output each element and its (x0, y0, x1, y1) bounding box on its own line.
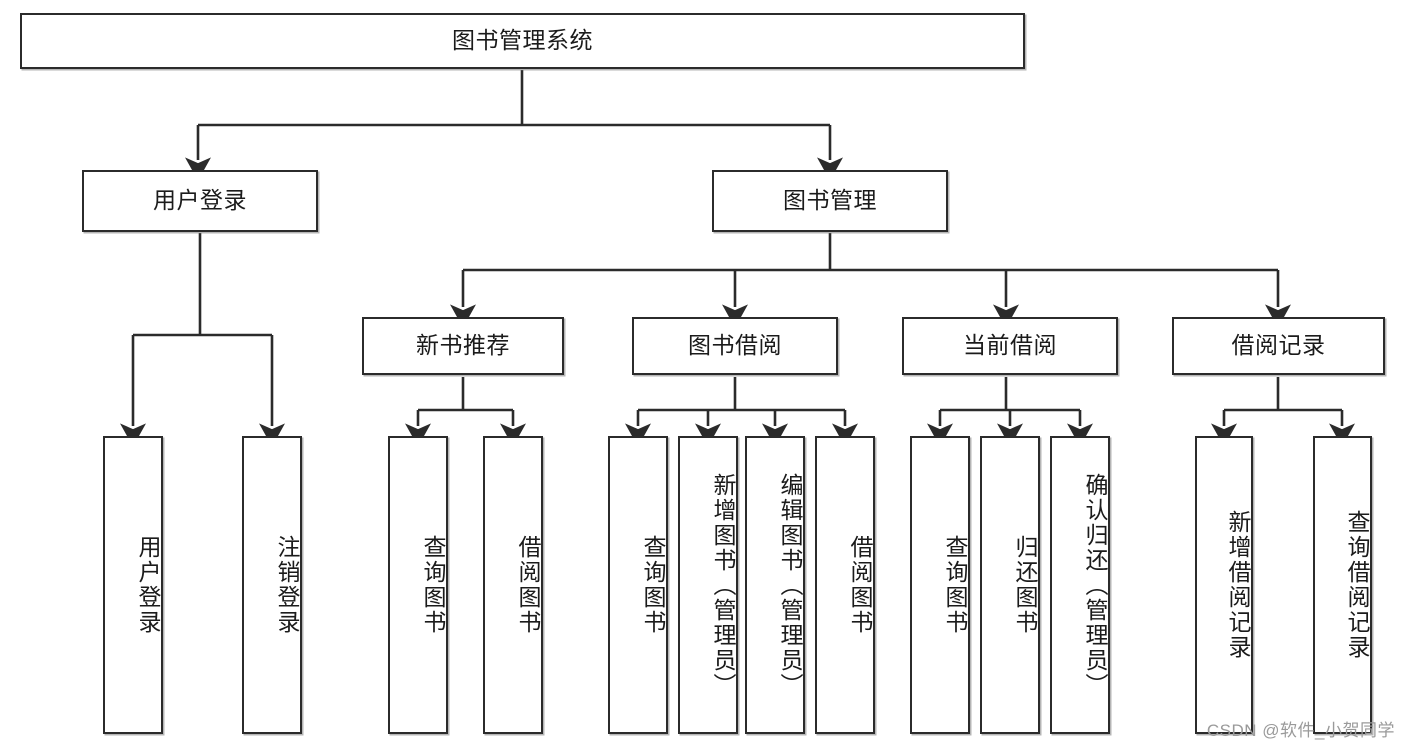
leaf-book-borrow-query-book[interactable]: 查询图书 (608, 436, 668, 734)
leaf-book-borrow-borrow-book[interactable]: 借阅图书 (815, 436, 875, 734)
node-label: 新增图书（管理员） (710, 472, 736, 698)
leaf-borrow-record-add-record[interactable]: 新增借阅记录 (1195, 436, 1253, 734)
node-label: 借阅图书 (847, 535, 873, 635)
node-label: 编辑图书（管理员） (777, 472, 803, 698)
leaf-current-borrow-return-book[interactable]: 归还图书 (980, 436, 1040, 734)
watermark-text: CSDN @软件_小贺同学 (1206, 721, 1395, 740)
node-label: 借阅记录 (1231, 332, 1326, 359)
leaf-current-borrow-query-book[interactable]: 查询图书 (910, 436, 970, 734)
leaf-new-book-borrow-book[interactable]: 借阅图书 (483, 436, 543, 734)
node-current-borrow[interactable]: 当前借阅 (902, 317, 1118, 375)
node-new-book-recommend[interactable]: 新书推荐 (362, 317, 564, 375)
node-book-management[interactable]: 图书管理 (712, 170, 948, 232)
node-label: 查询图书 (640, 535, 666, 635)
leaf-book-borrow-add-book[interactable]: 新增图书（管理员） (678, 436, 738, 734)
node-label: 图书管理系统 (452, 27, 593, 54)
node-label: 查询借阅记录 (1344, 510, 1370, 660)
leaf-user-login-logout[interactable]: 注销登录 (242, 436, 302, 734)
leaf-borrow-record-query-record[interactable]: 查询借阅记录 (1313, 436, 1372, 734)
node-label: 用户登录 (135, 535, 161, 635)
node-book-borrow[interactable]: 图书借阅 (632, 317, 838, 375)
node-label: 新增借阅记录 (1225, 510, 1251, 660)
leaf-user-login-login[interactable]: 用户登录 (103, 436, 163, 734)
node-label: 确认归还（管理员） (1082, 472, 1108, 698)
node-label: 新书推荐 (416, 332, 510, 359)
node-label: 图书管理 (783, 187, 877, 214)
leaf-current-borrow-confirm-return[interactable]: 确认归还（管理员） (1050, 436, 1110, 734)
node-label: 归还图书 (1012, 535, 1038, 635)
node-user-login[interactable]: 用户登录 (82, 170, 318, 232)
node-label: 当前借阅 (963, 332, 1057, 359)
node-label: 查询图书 (420, 535, 446, 635)
node-label: 图书借阅 (688, 332, 782, 359)
leaf-new-book-query-book[interactable]: 查询图书 (388, 436, 448, 734)
node-borrow-record[interactable]: 借阅记录 (1172, 317, 1385, 375)
node-label: 查询图书 (942, 535, 968, 635)
node-label: 注销登录 (274, 535, 300, 635)
node-root-system[interactable]: 图书管理系统 (20, 13, 1025, 69)
node-label: 借阅图书 (515, 535, 541, 635)
leaf-book-borrow-edit-book[interactable]: 编辑图书（管理员） (745, 436, 805, 734)
node-label: 用户登录 (153, 187, 247, 214)
